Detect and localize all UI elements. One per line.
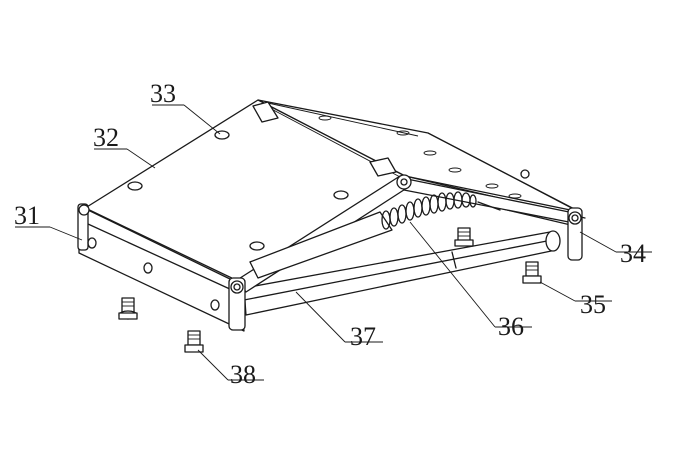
plate-hole: [333, 190, 349, 200]
bolt: [454, 227, 474, 247]
top-plate: [81, 99, 406, 283]
bolts: [118, 227, 542, 353]
base-rail: [77, 203, 245, 332]
bolt-38: [184, 330, 204, 353]
label-34: 34: [620, 239, 646, 268]
label-32: 32: [93, 123, 119, 152]
label-38: 38: [230, 360, 256, 389]
label-36: 36: [498, 312, 524, 341]
label-35: 35: [580, 290, 606, 319]
plate-hole: [214, 130, 230, 140]
label-31: 31: [14, 201, 40, 230]
bolt-35: [522, 261, 542, 284]
label-33: 33: [150, 79, 176, 108]
reference-numerals: 33 32 31 34 35 36 37 38: [14, 79, 646, 389]
plate-hole: [249, 241, 265, 251]
label-37: 37: [350, 322, 376, 351]
leader-lines: [15, 104, 652, 381]
hinge-posts: [78, 174, 583, 331]
bolt: [118, 297, 138, 320]
plate-hole: [127, 181, 143, 191]
spring-assembly: [249, 191, 501, 279]
